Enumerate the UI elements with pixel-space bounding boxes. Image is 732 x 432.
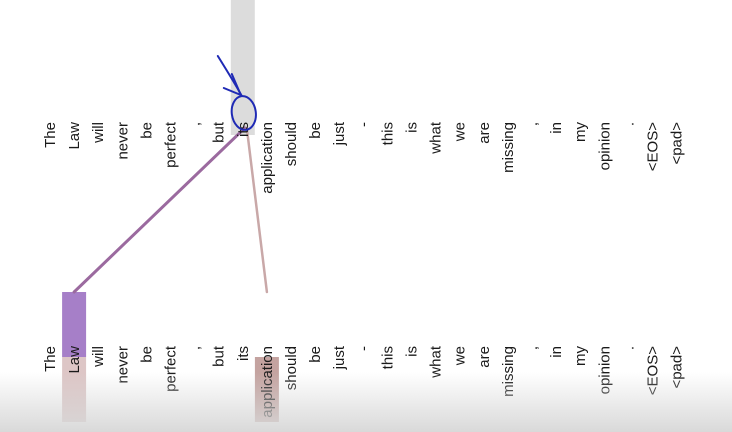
key-row-token: Law [66,346,83,374]
key-row-token: be [307,346,324,363]
query-row-token: Law [66,122,83,150]
key-row-token: its [235,346,252,361]
query-row-token: be [138,122,155,139]
query-row-token: - [355,122,372,127]
attention-highlight-strong [62,292,87,357]
key-row-token: are [476,346,493,368]
query-row-token: are [476,122,493,144]
query-row-token: but [211,121,228,143]
query-row-token: we [452,122,469,142]
query-row-token: , [524,122,541,126]
key-row-token: we [452,346,469,366]
key-row-token: <pad> [669,346,686,389]
key-row-token: , [524,346,541,350]
key-row-token: what [428,345,445,379]
query-row-token: this [379,122,396,145]
key-row-token: missing [500,346,517,397]
query-row-token: opinion [596,122,613,170]
query-row-token: application [259,122,276,194]
attention-line-strong [72,126,247,294]
query-row-token: my [572,122,589,142]
query-highlight [230,0,255,135]
key-row-token: <EOS> [645,346,662,395]
query-row-token: <pad> [669,122,686,165]
query-row-token: , [187,122,204,126]
key-row-token: will [90,346,107,368]
key-row-token: , [187,346,204,350]
query-row-token: will [90,122,107,144]
key-row-token: application [259,346,276,418]
query-row-token: should [283,122,300,166]
query-row-token: be [307,122,324,139]
key-row-token: my [572,346,589,366]
key-row-token: this [379,346,396,369]
key-row-token: perfect [163,345,180,392]
query-row-token: <EOS> [645,122,662,171]
key-row-token: in [548,346,565,358]
query-row-token: in [548,122,565,134]
query-row-token: what [428,121,445,155]
key-row-token: . [620,346,637,350]
key-row-token: just [331,345,348,370]
key-row-token: be [138,346,155,363]
key-row-token: but [211,345,228,367]
query-row-token: perfect [163,121,180,168]
key-row-token: never [114,346,131,384]
key-row-token: The [42,346,59,372]
key-row-token: - [355,346,372,351]
query-row-token: The [42,122,59,148]
key-row-token: opinion [596,346,613,394]
query-row-token: never [114,122,131,160]
pen-arrow-head [222,73,242,96]
key-row-token: should [283,346,300,390]
query-row-token: . [620,122,637,126]
attention-line-weak [245,126,269,294]
key-row-token: is [404,346,421,357]
query-row-token: just [331,121,348,146]
query-row-token: is [404,122,421,133]
query-row-token: missing [500,122,517,173]
